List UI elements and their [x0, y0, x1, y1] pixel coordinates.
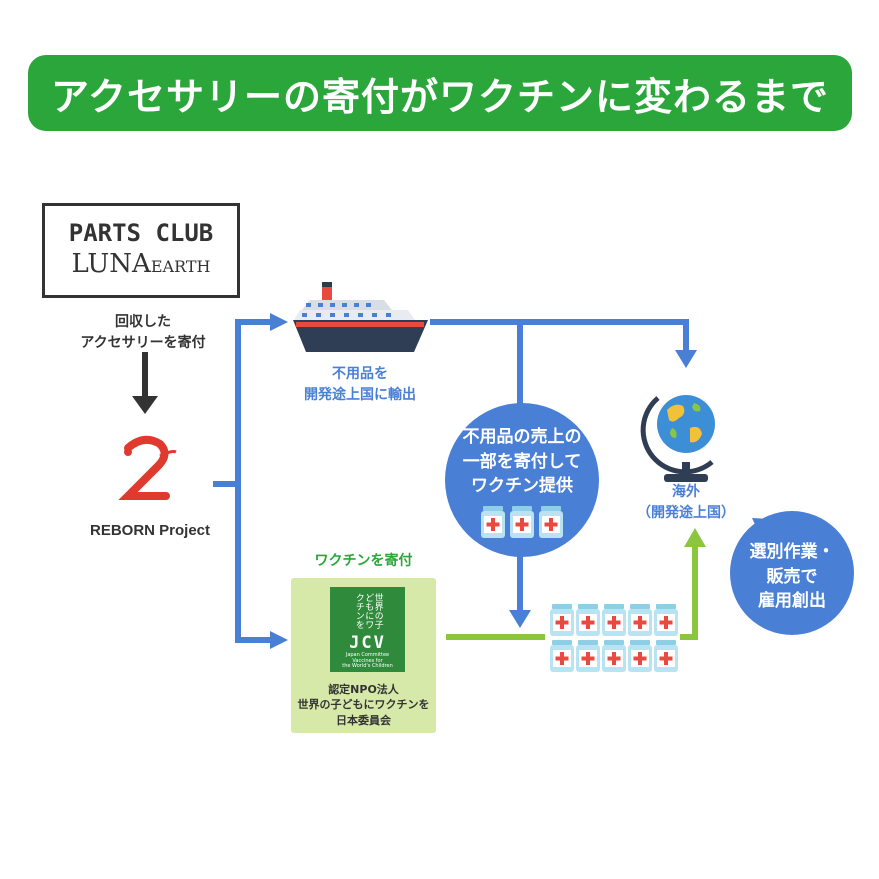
- logo-luna: LUNA: [71, 249, 151, 279]
- right-circle-line3: 雇用創出: [758, 591, 826, 612]
- ship-label-line2: 開発途上国に輸出: [304, 387, 416, 403]
- donate-label: 回収した アクセサリーを寄付: [48, 312, 238, 354]
- branch-arrows: [213, 319, 272, 643]
- donate-label-line1: 回収した: [115, 314, 171, 330]
- globe-icon: [640, 395, 715, 482]
- center-circle-line2: 一部を寄付して: [462, 451, 582, 472]
- employment-bubble: [730, 511, 854, 635]
- jcv-sub1: Japan Committee: [345, 652, 390, 658]
- jcv-sub3: the World's Children: [342, 663, 393, 669]
- globe-label-line1: 海外: [672, 484, 700, 500]
- jcv-vertical-text: 世界の子どもにワクチンを: [353, 593, 383, 629]
- arrow-down-dark: [132, 352, 158, 414]
- reborn-logo-icon: [118, 435, 177, 500]
- jcv-sub2: Vaccines for: [352, 657, 383, 664]
- luna-earth-logo: PARTS CLUB LUNAEARTH: [42, 203, 240, 298]
- ship-to-globe-arrow: [430, 319, 697, 368]
- reborn-project-label: REBORN Project: [89, 522, 211, 539]
- title-text: アクセサリーの寄付がワクチンに変わるまで: [50, 74, 830, 119]
- vaccine-to-globe-arrow: [446, 528, 706, 640]
- globe-label: 海外 （開発途上国）: [626, 482, 746, 524]
- ship-label-line1: 不用品を: [332, 366, 388, 382]
- right-circle-line2: 販売で: [766, 566, 818, 587]
- right-circle-line1: 選別作業・: [749, 542, 835, 562]
- center-circle-text: 不用品の売上の 一部を寄付して ワクチン提供: [447, 425, 597, 499]
- arrow-head-jcv: [270, 631, 288, 649]
- logo-line1: PARTS CLUB: [68, 219, 214, 247]
- vaccine-vials-grid: [550, 604, 678, 672]
- donate-label-line2: アクセサリーを寄付: [80, 335, 206, 351]
- jcv-caption: 認定NPO法人 世界の子どもにワクチンを 日本委員会: [291, 682, 436, 728]
- jcv-caption-line3: 日本委員会: [336, 713, 391, 727]
- vaccine-donate-label: ワクチンを寄付: [314, 553, 413, 569]
- ship-label: 不用品を 開発途上国に輸出: [270, 364, 450, 406]
- jcv-title: JCV: [349, 633, 386, 653]
- center-circle-line3: ワクチン提供: [471, 476, 573, 497]
- ship-icon: [293, 282, 428, 352]
- center-circle-line1: 不用品の売上の: [462, 427, 582, 447]
- arrow-head-ship: [270, 313, 288, 331]
- jcv-caption-line1: 認定NPO法人: [328, 683, 399, 696]
- logo-line2: LUNAEARTH: [45, 249, 237, 279]
- jcv-caption-line2: 世界の子どもにワクチンを: [297, 698, 430, 712]
- vaccine-vials-small: [481, 506, 563, 538]
- globe-label-line2: （開発途上国）: [637, 505, 735, 521]
- title-banner: アクセサリーの寄付がワクチンに変わるまで: [28, 55, 852, 131]
- logo-earth: EARTH: [150, 257, 211, 276]
- right-circle-text: 選別作業・ 販売で 雇用創出: [732, 540, 852, 614]
- jcv-logo: 世界の子どもにワクチンを JCV Japan Committee Vaccine…: [330, 587, 405, 672]
